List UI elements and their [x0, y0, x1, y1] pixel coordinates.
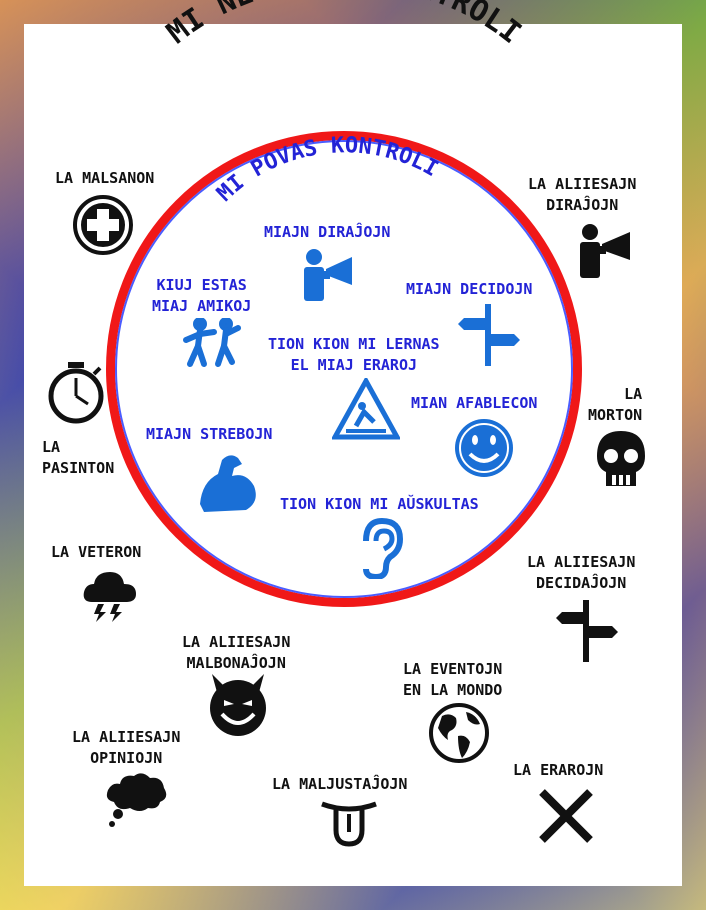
outer-title: MI NE POVAS KONTROLI	[160, 0, 527, 51]
ear-icon	[363, 517, 404, 579]
thought-bubble-icon	[106, 773, 167, 827]
label-decidoj: MIAJN DECIDOJN	[406, 280, 533, 298]
label-aliiesajn-opiniojn: LA ALIIESAJN OPINIOJN	[72, 728, 181, 767]
label-strebojn: MIAJN STREBOJN	[146, 425, 273, 443]
label-aliiesajn-malbonajojn: LA ALIIESAJN MALBONAĴOJN	[182, 633, 291, 672]
devil-face-icon	[210, 674, 266, 736]
signpost-icon	[556, 600, 618, 662]
label-aliiesajn-dirajojn: LA ALIIESAJN DIRAĴOJN	[528, 175, 637, 214]
label-aliiesajn-decidajojn: LA ALIIESAJN DECIDAĴOJN	[527, 553, 636, 592]
friends-icon	[183, 318, 241, 367]
label-afablecon: MIAN AFABLECON	[411, 394, 538, 412]
stopwatch-icon	[48, 362, 104, 424]
label-pasinton: LA PASINTON	[42, 438, 115, 477]
storm-cloud-icon	[83, 572, 136, 622]
label-eraroj: TION KION MI LERNAS EL MIAJ ERAROJ	[268, 335, 440, 374]
label-maljustajojn: LA MALJUSTAĴOJN	[272, 775, 408, 793]
signpost-blue-icon	[458, 304, 520, 366]
megaphone-person-icon	[304, 249, 352, 301]
globe-icon	[429, 703, 489, 763]
megaphone-person-black-icon	[580, 224, 630, 278]
tongue-face-icon	[321, 801, 377, 847]
label-veteron: LA VETERON	[51, 543, 142, 561]
skull-icon	[597, 431, 645, 486]
medical-cross-icon	[73, 195, 133, 255]
label-malsanon: LA MALSANON	[55, 169, 155, 187]
label-auskultas: TION KION MI AŬSKULTAS	[280, 495, 479, 513]
flexed-arm-icon	[200, 455, 256, 512]
control-circle	[106, 131, 582, 607]
label-erarojn: LA ERAROJN	[513, 761, 604, 779]
x-mark-icon	[539, 789, 593, 843]
label-eventojn: LA EVENTOJN EN LA MONDO	[403, 660, 503, 699]
warning-slip-icon	[332, 378, 400, 440]
label-dirajoj: MIAJN DIRAĴOJN	[264, 223, 391, 241]
label-morton: LA MORTON	[588, 385, 643, 424]
smiley-face-icon	[455, 419, 513, 477]
label-amikoj: KIUJ ESTAS MIAJ AMIKOJ	[152, 276, 252, 315]
inner-title: MI POVAS KONTROLI	[212, 133, 442, 206]
